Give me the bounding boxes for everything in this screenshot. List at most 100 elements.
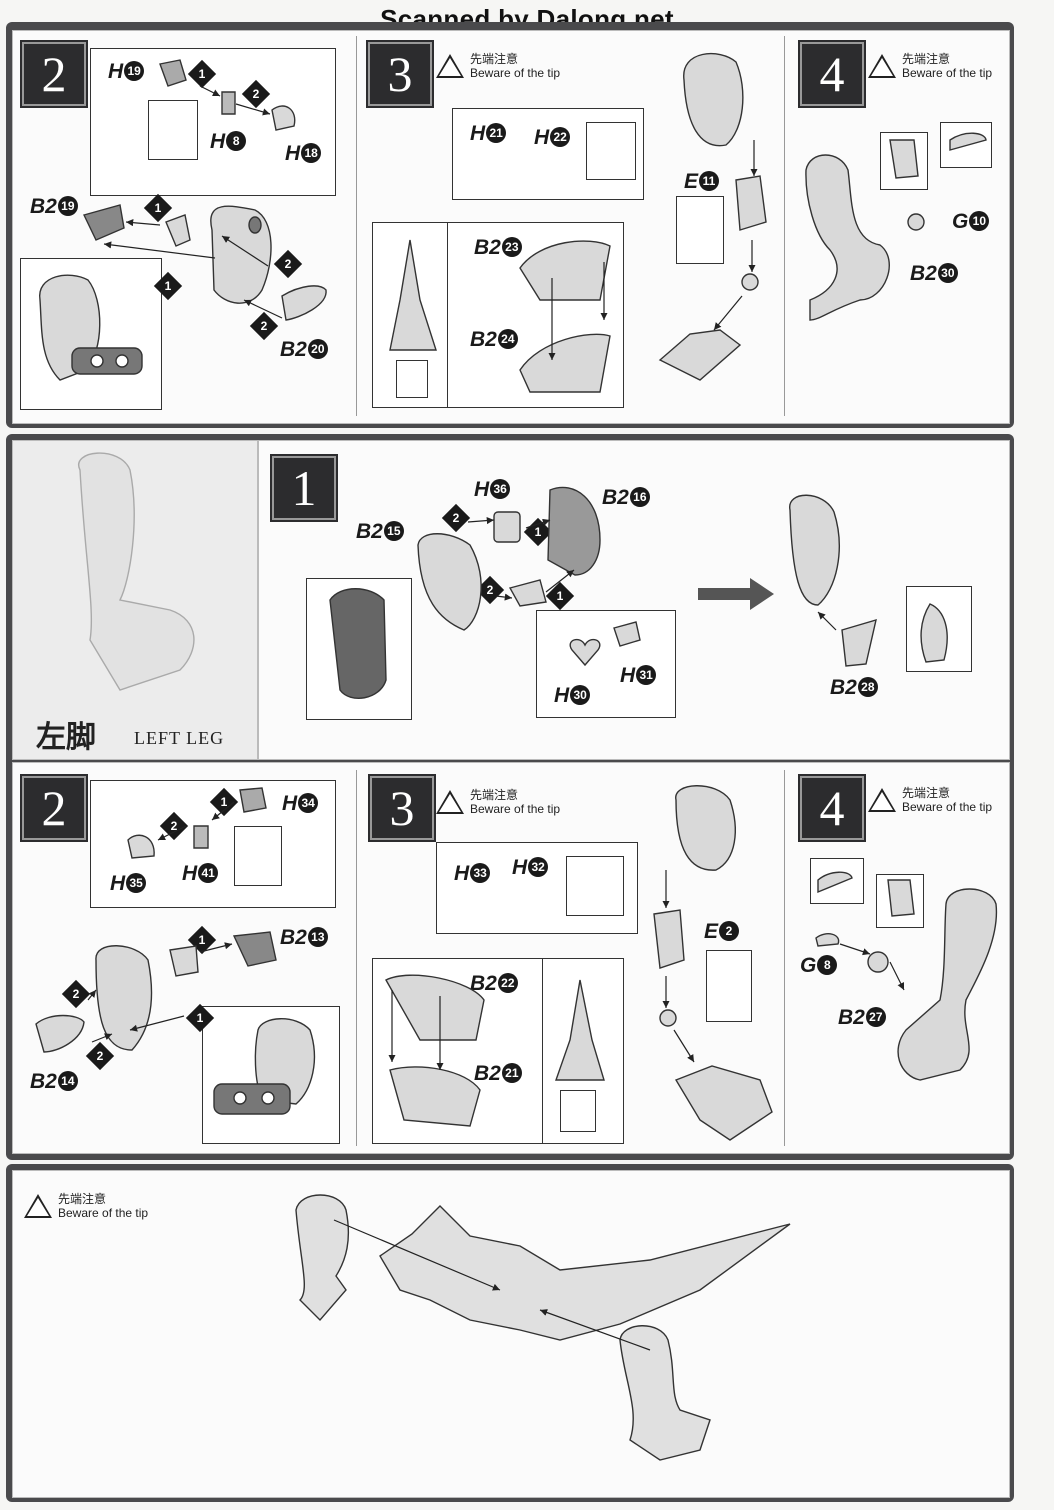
shin-part bbox=[735, 175, 767, 231]
small-joint-part bbox=[169, 945, 199, 977]
dragon-leg-left-art bbox=[619, 1325, 711, 1461]
warning-icon: ! bbox=[24, 1194, 52, 1218]
joint-part bbox=[508, 579, 547, 607]
tip-part bbox=[815, 933, 840, 947]
dragon-body-art bbox=[379, 1205, 791, 1341]
foot-claw-part bbox=[389, 1066, 481, 1127]
divider bbox=[784, 36, 785, 416]
ball-part bbox=[239, 787, 267, 813]
thigh-part bbox=[675, 785, 736, 871]
warning-icon: ! bbox=[436, 790, 464, 814]
leg-assembly-art bbox=[897, 888, 998, 1081]
ankle-joint bbox=[659, 1009, 677, 1027]
thigh-shell bbox=[417, 533, 482, 631]
small-joint-part bbox=[165, 214, 191, 247]
tip-part bbox=[920, 603, 948, 663]
cut-icon-box bbox=[560, 1090, 596, 1132]
peg-part bbox=[193, 825, 209, 849]
tip-part bbox=[889, 139, 919, 179]
foot-top-art bbox=[389, 239, 437, 351]
divider bbox=[784, 770, 785, 1146]
thigh-part bbox=[683, 52, 744, 147]
warning-icon: ! bbox=[868, 788, 896, 812]
hip-closeup-art bbox=[329, 588, 387, 699]
joint-detail-box bbox=[148, 100, 198, 160]
dragon-leg-right-art bbox=[295, 1194, 350, 1322]
step-number: 2 bbox=[22, 776, 86, 840]
step-number: 3 bbox=[370, 776, 434, 840]
hip-closeup-art bbox=[254, 1018, 316, 1105]
claw-part bbox=[281, 285, 327, 321]
peg-part bbox=[221, 91, 236, 115]
ball-part bbox=[159, 59, 187, 87]
thigh-part bbox=[95, 945, 153, 1051]
step-number: 4 bbox=[800, 42, 864, 106]
section-title-jp: 左脚 bbox=[36, 720, 96, 755]
arrow-right-icon bbox=[698, 578, 774, 610]
warning-icon: ! bbox=[436, 54, 464, 78]
joint-detail-box bbox=[566, 856, 624, 916]
section-title-en: LEFT LEG bbox=[134, 728, 225, 748]
ankle-joint bbox=[741, 273, 759, 291]
foot-part bbox=[658, 329, 742, 381]
step-number: 2 bbox=[22, 42, 86, 106]
shin-part bbox=[653, 909, 685, 969]
divider bbox=[356, 36, 357, 416]
shin-detail-box bbox=[706, 950, 752, 1022]
hip-joint-closeup bbox=[213, 1083, 291, 1115]
final-assembly-panel bbox=[12, 1170, 1010, 1498]
foot-top-art bbox=[555, 979, 605, 1081]
hip-joint-part bbox=[232, 931, 277, 967]
hip-joint-closeup bbox=[71, 347, 143, 375]
foot-claw-part bbox=[519, 333, 611, 393]
tip-part bbox=[949, 132, 987, 151]
step-number: 4 bbox=[800, 776, 864, 840]
foot-claw-part bbox=[519, 240, 611, 301]
thigh-part bbox=[210, 205, 272, 304]
claw-part bbox=[35, 1014, 85, 1053]
tip-part bbox=[887, 879, 915, 917]
joint-cover-part bbox=[841, 618, 877, 667]
knee-part bbox=[248, 216, 262, 234]
left-leg-preview-art bbox=[78, 452, 195, 691]
tip-part bbox=[817, 871, 853, 894]
warning-icon: ! bbox=[868, 54, 896, 78]
step-number: 3 bbox=[368, 42, 432, 106]
hip-joint-part bbox=[83, 204, 125, 241]
joint-detail-box bbox=[234, 826, 282, 886]
cap-part bbox=[127, 834, 155, 859]
subassembly-box bbox=[536, 610, 676, 718]
divider bbox=[356, 770, 357, 1146]
foot-claw-part bbox=[385, 974, 485, 1041]
thigh-inner-shell bbox=[547, 486, 601, 576]
